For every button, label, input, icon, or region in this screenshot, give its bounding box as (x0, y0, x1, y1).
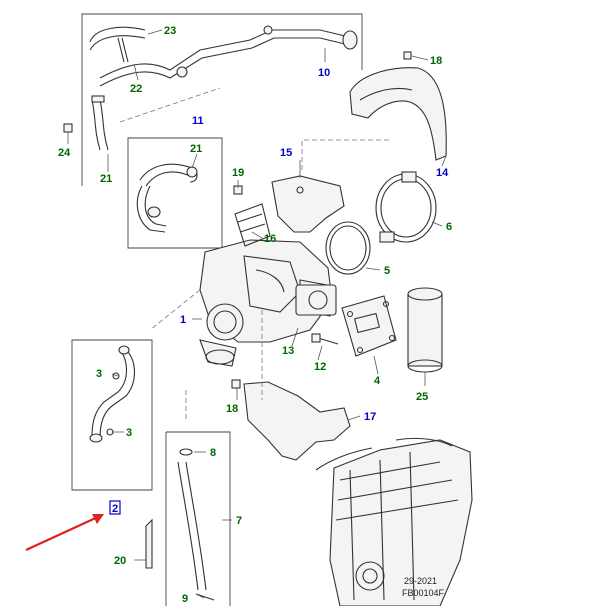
callout-18-top[interactable]: 18 (430, 55, 442, 67)
callout-21-right[interactable]: 21 (190, 143, 202, 155)
footer-date: 29-2021 (404, 576, 437, 586)
callout-17[interactable]: 17 (364, 411, 376, 423)
gasket-5 (325, 221, 371, 275)
stud-12 (311, 333, 339, 345)
engine-block (315, 437, 473, 606)
flange-gasket-4 (341, 295, 397, 357)
callout-10[interactable]: 10 (318, 67, 330, 79)
leader-lines (67, 29, 447, 599)
pipe-group-2 (71, 339, 153, 491)
callout-11[interactable]: 11 (192, 115, 204, 127)
callout-3-lower[interactable]: 3 (126, 427, 132, 439)
turbocharger-1 (199, 203, 337, 367)
bolt-24 (63, 123, 73, 133)
filter-element-25 (407, 287, 443, 373)
callout-16[interactable]: 16 (264, 233, 276, 245)
callout-20[interactable]: 20 (114, 555, 126, 567)
highlight-arrow (25, 514, 104, 551)
callout-19[interactable]: 19 (232, 167, 244, 179)
callout-3-upper[interactable]: 3 (96, 368, 102, 380)
callout-7[interactable]: 7 (236, 515, 242, 527)
callout-14[interactable]: 14 (436, 167, 449, 179)
callout-15[interactable]: 15 (280, 147, 292, 159)
heat-shield-17 (243, 381, 351, 461)
selected-callout-box (109, 500, 121, 515)
callout-12[interactable]: 12 (314, 361, 326, 373)
heat-shield-14 (349, 67, 447, 161)
callout-13[interactable]: 13 (282, 345, 294, 357)
footer-code: FB00104F (402, 588, 445, 598)
heat-shield-15 (271, 175, 345, 233)
callout-9[interactable]: 9 (182, 593, 188, 605)
callout-5[interactable]: 5 (384, 265, 390, 277)
callout-24[interactable]: 24 (58, 147, 71, 159)
callout-22[interactable]: 22 (130, 83, 142, 95)
oil-dipstick-group-7 (145, 431, 231, 606)
bolt-18 (231, 379, 241, 389)
v-band-clamp-6 (375, 171, 437, 243)
callout-18-bottom[interactable]: 18 (226, 403, 238, 415)
callout-25[interactable]: 25 (416, 391, 428, 403)
callout-8[interactable]: 8 (210, 447, 216, 459)
bolt-18-top (403, 51, 412, 60)
callout-4[interactable]: 4 (374, 375, 381, 387)
callout-21-left[interactable]: 21 (100, 173, 112, 185)
hose-assembly-group-10 (81, 13, 363, 186)
callout-1[interactable]: 1 (180, 314, 186, 326)
callouts: 1 2 3 3 4 5 6 7 8 9 10 11 12 13 14 15 16… (58, 25, 452, 605)
callout-2[interactable]: 2 (112, 503, 118, 515)
callout-6[interactable]: 6 (446, 221, 452, 233)
callout-23[interactable]: 23 (164, 25, 176, 37)
pipe-group-11 (127, 137, 223, 249)
